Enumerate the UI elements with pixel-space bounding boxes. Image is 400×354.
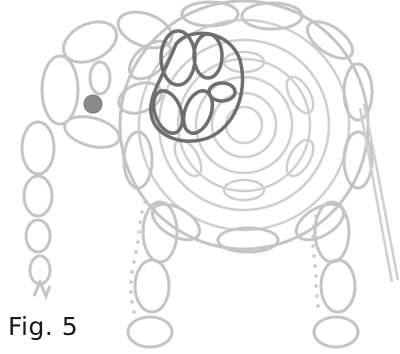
thread-dot: [315, 294, 319, 298]
tail: [358, 103, 400, 283]
body-scallop: [342, 130, 374, 190]
eye-bead: [83, 94, 103, 114]
ear-bead: [192, 32, 224, 80]
thread-dot: [129, 290, 133, 294]
body-rosette: [118, 0, 374, 254]
tail-thread: [362, 103, 400, 281]
head: [40, 10, 174, 149]
body-scallop: [342, 62, 374, 122]
ear-bead: [181, 89, 215, 135]
thread-dot: [129, 280, 133, 284]
trunk-bead: [24, 218, 52, 254]
ear-highlight: [149, 29, 245, 143]
tail-thread: [358, 107, 394, 283]
thread-dot: [313, 264, 317, 268]
head-scallop: [40, 54, 80, 126]
thread-dot: [312, 224, 316, 228]
head-scallop: [116, 10, 174, 50]
thread-dot: [314, 214, 318, 218]
thread-dot: [140, 210, 144, 214]
body-ring-6: [210, 91, 278, 159]
figure-caption: Fig. 5: [8, 312, 79, 341]
thread-dot: [312, 254, 316, 258]
back-leg-dotted-thread: [311, 214, 320, 308]
trunk-bead: [20, 120, 56, 176]
thread-dot: [138, 220, 142, 224]
body-scallop: [150, 202, 202, 242]
ear-outline: [149, 31, 245, 143]
body-petal: [285, 75, 315, 115]
thread-dot: [143, 200, 147, 204]
body-scallop: [180, 0, 240, 28]
body-scallop: [216, 226, 280, 254]
body-scallop: [305, 20, 355, 60]
thread-dot: [136, 240, 140, 244]
thread-dot: [311, 234, 315, 238]
thread-dot: [311, 244, 315, 248]
back-leg: [311, 200, 360, 349]
head-inner: [88, 60, 112, 96]
trunk-bead: [22, 174, 54, 218]
body-outer-ring: [118, 0, 370, 251]
head-scallop: [62, 20, 118, 64]
trunk-tip: [32, 278, 52, 300]
foot-bead: [312, 315, 360, 349]
body-center: [224, 105, 264, 145]
thread-dot: [134, 250, 138, 254]
thread-dot: [137, 230, 141, 234]
head-scallop: [63, 115, 121, 149]
body-scallop: [122, 130, 154, 190]
trunk: [20, 120, 56, 300]
thread-dot: [130, 300, 134, 304]
front-leg-dotted-thread: [129, 200, 147, 314]
body-ring-4: [176, 57, 312, 193]
body-petal: [222, 178, 266, 202]
body-petal: [222, 50, 266, 74]
leg-bead: [319, 258, 357, 314]
thread-dot: [132, 310, 136, 314]
body-scallop: [240, 1, 304, 31]
thread-dot: [314, 274, 318, 278]
thread-dot: [316, 304, 320, 308]
leg-bead: [141, 200, 179, 264]
thread-dot: [132, 260, 136, 264]
front-leg: [126, 200, 179, 349]
thread-dot: [130, 270, 134, 274]
thread-dot: [314, 284, 318, 288]
leg-bead: [133, 258, 171, 314]
body-petal: [285, 138, 315, 178]
ear-bead: [151, 89, 185, 135]
foot-bead: [126, 315, 174, 349]
